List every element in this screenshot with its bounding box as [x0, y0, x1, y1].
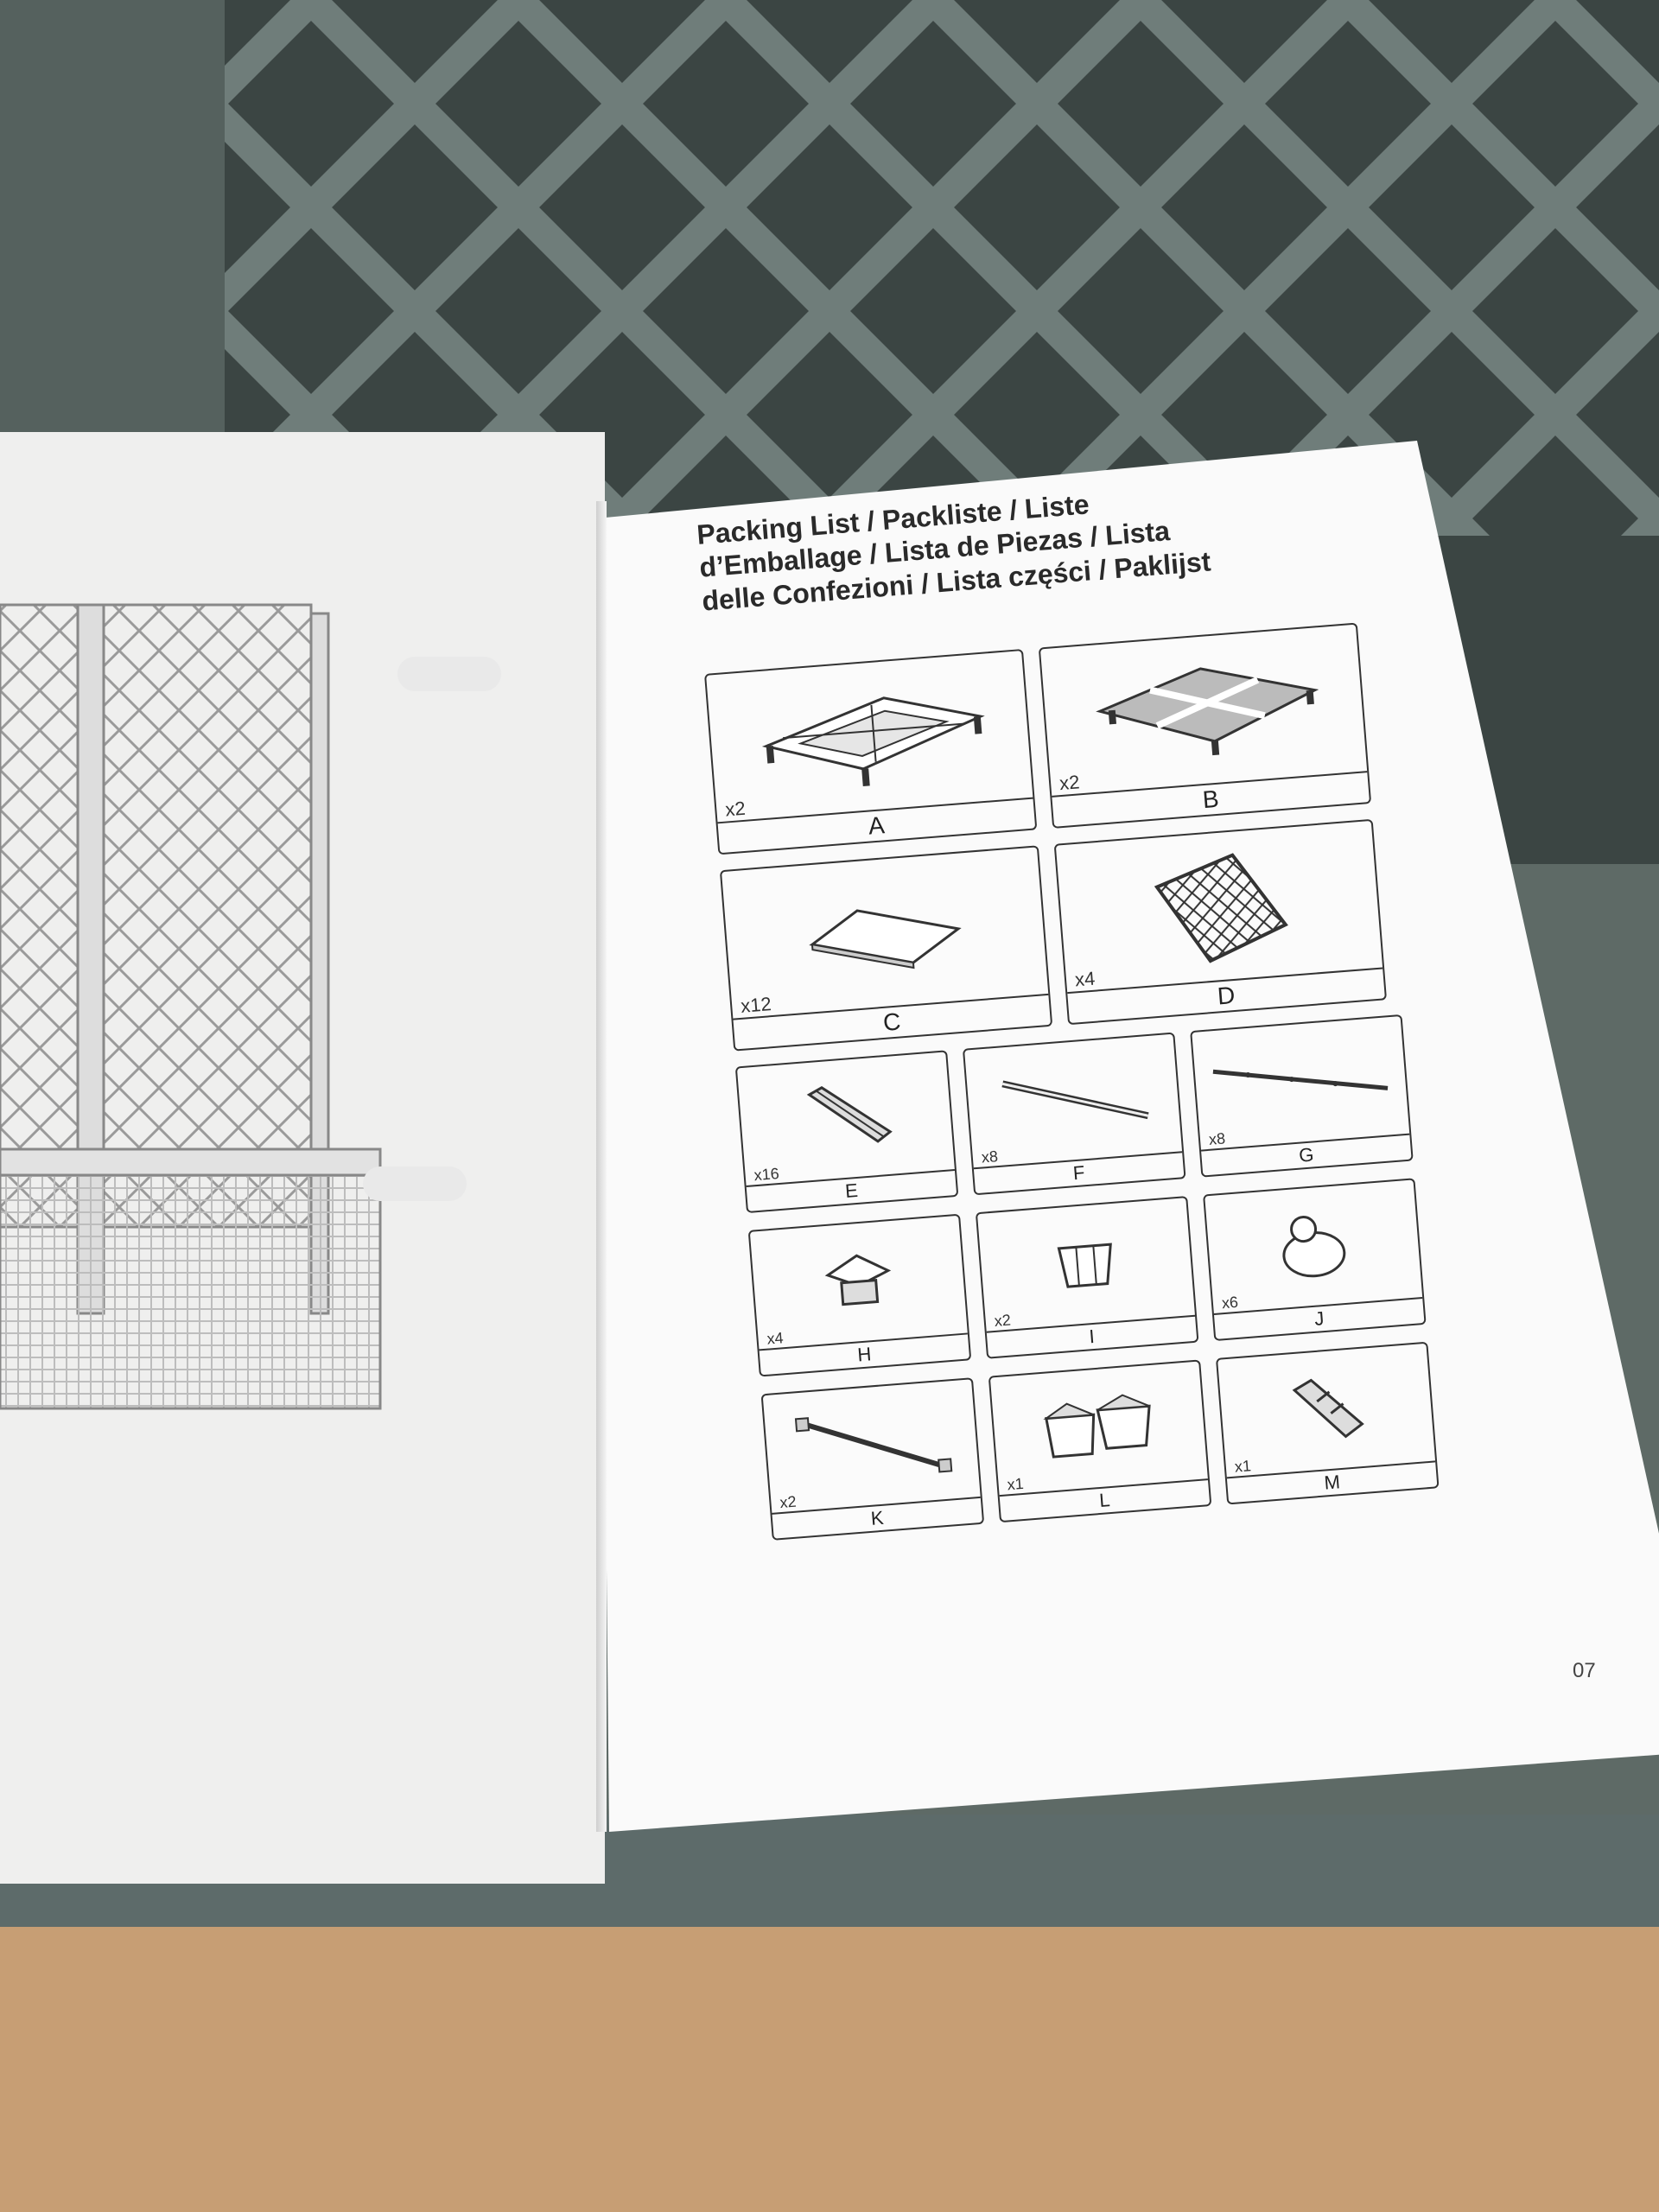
parts-row-2: x12 C x4 D: [719, 817, 1402, 1052]
part-card-a: x2 A: [704, 648, 1038, 855]
parts-row-3: x16 E x8 F x8 G: [734, 1013, 1429, 1214]
part-f-quantity: x8: [981, 1147, 999, 1166]
parts-row-1: x2 A x2 B: [704, 621, 1387, 855]
parts-row-5: x2 K x1 L x1 M: [760, 1340, 1455, 1541]
parts-grid: x2 A x2 B x12 C: [704, 617, 1440, 1541]
long-rod-icon: [965, 1043, 1181, 1158]
rod-icon: [764, 1388, 980, 1503]
part-l-quantity: x1: [1006, 1474, 1025, 1494]
part-card-i: x2 I: [975, 1195, 1199, 1359]
planter-base-frame-icon: [707, 659, 1033, 817]
double-connector-icon: [991, 1370, 1207, 1485]
background-lattice-planter: [0, 0, 1659, 864]
part-m-quantity: x1: [1234, 1457, 1252, 1476]
part-g-quantity: x8: [1208, 1129, 1226, 1148]
part-card-c: x12 C: [719, 845, 1053, 1052]
part-b-quantity: x2: [1058, 771, 1081, 795]
part-card-k: x2 K: [760, 1377, 985, 1541]
part-card-d: x4 D: [1053, 818, 1388, 1026]
part-h-quantity: x4: [766, 1329, 785, 1348]
lattice-panel-icon: [1057, 830, 1382, 987]
part-c-quantity: x12: [740, 993, 772, 1017]
foot-cap-icon: [1205, 1188, 1421, 1303]
left-page: [0, 432, 605, 1884]
part-card-f: x8 F: [962, 1032, 1186, 1196]
page-number: 07: [1573, 1659, 1596, 1682]
parts-row-4: x4 H x2 I x6 J: [747, 1177, 1442, 1377]
part-k-quantity: x2: [779, 1492, 798, 1512]
page-fold: [596, 501, 607, 1832]
part-e-quantity: x16: [753, 1165, 780, 1185]
base-panel-grid-icon: [1041, 633, 1367, 791]
part-card-l: x1 L: [988, 1359, 1212, 1523]
corner-post-icon: [738, 1060, 954, 1175]
part-i-quantity: x2: [994, 1311, 1012, 1330]
part-card-m: x1 M: [1215, 1341, 1440, 1505]
coupling-icon: [1218, 1352, 1434, 1467]
part-card-e: x16 E: [734, 1050, 959, 1214]
part-d-quantity: x4: [1074, 967, 1096, 991]
part-card-b: x2 B: [1038, 622, 1372, 829]
part-card-g: x8 G: [1190, 1014, 1414, 1178]
side-panel-icon: [722, 855, 1048, 1013]
part-j-quantity: x6: [1221, 1293, 1239, 1313]
planter-illustration: [0, 603, 501, 1410]
rail-bar-icon: [1192, 1025, 1408, 1140]
connector-icon: [978, 1206, 1194, 1321]
post-cap-icon: [751, 1224, 967, 1339]
background-cardboard: [0, 1927, 1659, 2212]
part-card-h: x4 H: [747, 1213, 972, 1377]
part-a-quantity: x2: [724, 797, 747, 821]
part-card-j: x6 J: [1203, 1178, 1427, 1342]
